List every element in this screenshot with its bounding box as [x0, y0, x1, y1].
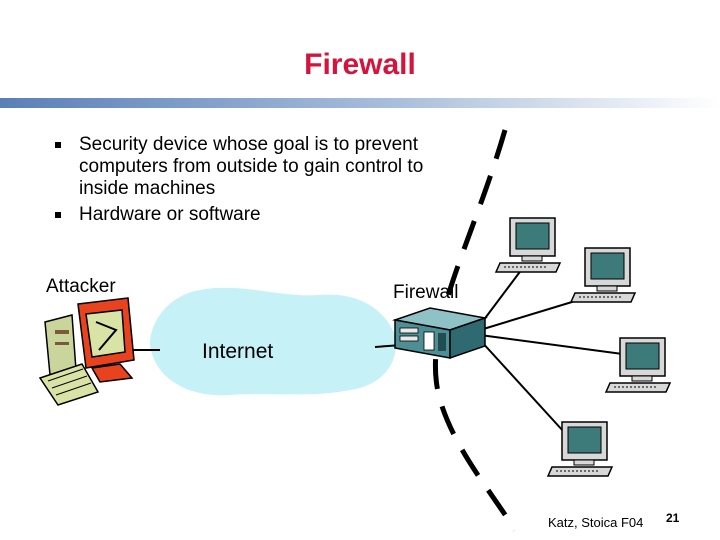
internet-cloud [150, 287, 396, 396]
page-number: 21 [666, 511, 680, 525]
firewall-boundary-dashed-line [432, 129, 518, 532]
internal-host-computer-icon [569, 247, 637, 303]
internal-host-computer-icon [546, 421, 614, 477]
firewall-label: Firewall [393, 282, 459, 303]
attacker-label: Attacker [46, 276, 116, 297]
slide-title: Firewall [304, 48, 416, 81]
internal-host-computer-icon [604, 337, 672, 393]
footer-author: Katz, Stoica F04 [548, 515, 644, 530]
internet-label: Internet [202, 340, 274, 363]
internal-host-computer-icon [494, 217, 562, 273]
bullet-square-icon [55, 142, 61, 148]
firewall-device-icon [392, 307, 488, 360]
bullet-text: Hardware or software [79, 204, 261, 225]
bullet-list: Security device whose goal is to prevent… [55, 134, 475, 230]
title-divider-bar [0, 98, 720, 108]
bullet-text: Security device whose goal is to prevent… [79, 134, 424, 199]
bullet-square-icon [55, 212, 61, 218]
attacker-computer-icon [38, 297, 135, 406]
bullet-item: Security device whose goal is to prevent… [55, 134, 475, 200]
bullet-item: Hardware or software [55, 204, 475, 226]
